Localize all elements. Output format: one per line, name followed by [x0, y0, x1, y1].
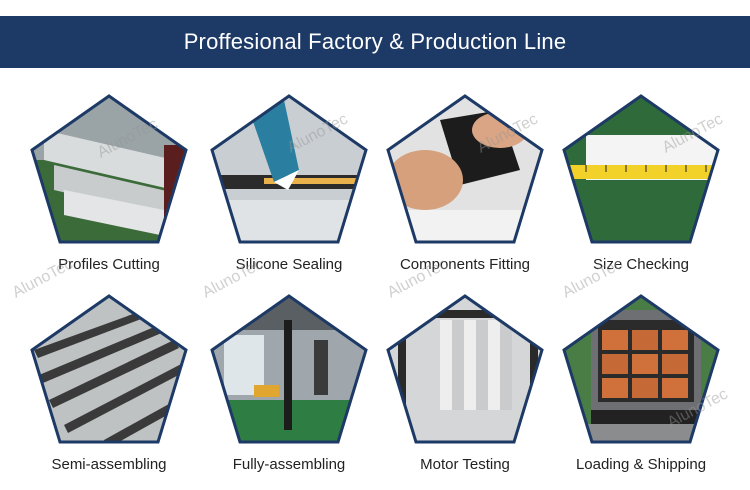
silicone-tube-photo-icon [210, 94, 368, 244]
tape-measure-photo-icon [562, 94, 720, 244]
hands-fitting-photo-icon [386, 94, 544, 244]
step-motor-testing: Motor Testing [380, 290, 550, 490]
step-label: Profiles Cutting [58, 256, 160, 273]
container-truck-photo-icon [562, 294, 720, 444]
step-label: Silicone Sealing [235, 256, 343, 273]
step-label: Loading & Shipping [575, 456, 707, 473]
step-label: Fully-assembling [232, 456, 346, 473]
step-size-checking: Size Checking [556, 90, 726, 290]
step-silicone-sealing: Silicone Sealing [204, 90, 374, 290]
step-label: Motor Testing [420, 456, 510, 473]
step-label: Components Fitting [399, 256, 531, 273]
step-fully-assembling: Fully-assembling [204, 290, 374, 490]
step-label: Size Checking [593, 256, 689, 273]
pleated-blind-photo-icon [386, 294, 544, 444]
step-components-fitting: Components Fitting [380, 90, 550, 290]
workshop-photo-icon [210, 294, 368, 444]
aluminum-profiles-photo-icon [30, 94, 188, 244]
header-banner: Proffesional Factory & Production Line [0, 16, 750, 68]
step-profiles-cutting: Profiles Cutting [24, 90, 194, 290]
rails-photo-icon [30, 294, 188, 444]
step-semi-assembling: Semi-assembling [24, 290, 194, 490]
page-title: Proffesional Factory & Production Line [183, 29, 567, 54]
step-label: Semi-assembling [51, 456, 167, 473]
step-loading-shipping: Loading & Shipping [556, 290, 726, 490]
